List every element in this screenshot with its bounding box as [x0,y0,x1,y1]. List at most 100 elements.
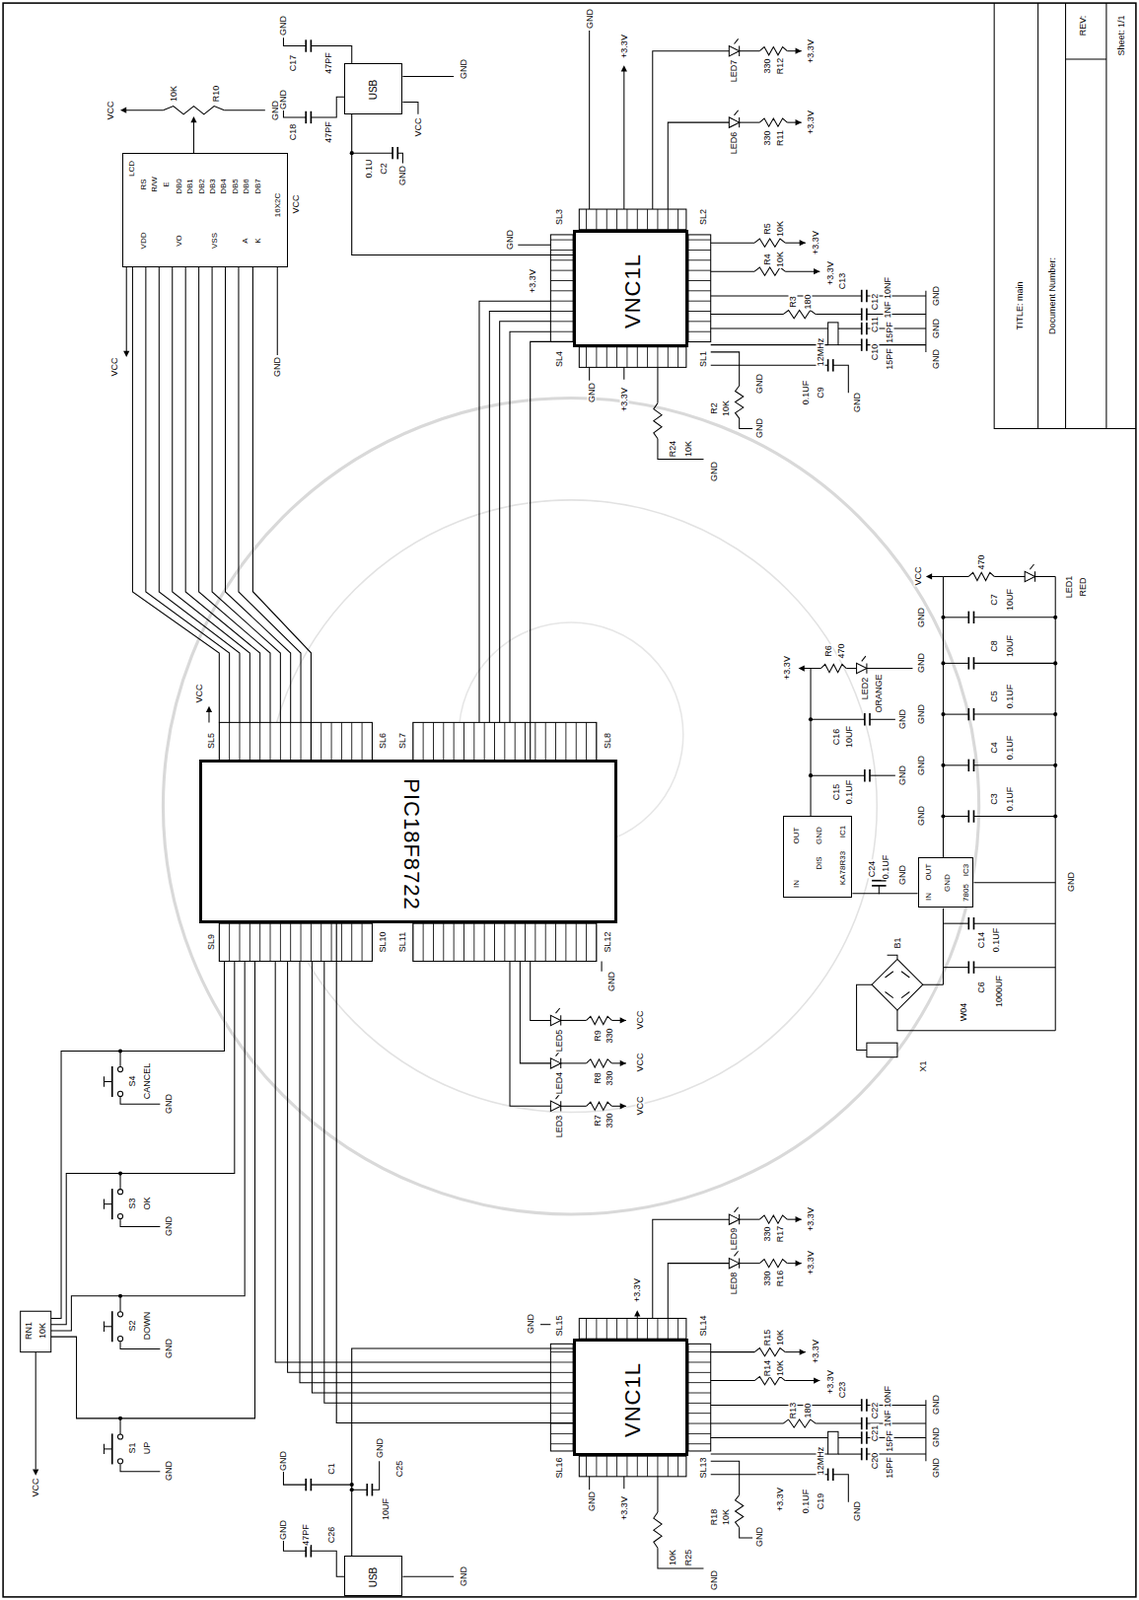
schematic-label: GND [755,372,765,395]
wire [124,109,163,111]
wire [942,575,969,577]
watermark-seal [162,397,979,1214]
wire [810,775,865,777]
schematic-label: +3.3V [806,1206,816,1232]
schematic-label: GND [586,1490,596,1512]
schematic-label: 330 [762,58,772,75]
wire [942,616,969,618]
capacitor-symbol [967,917,970,929]
capacitor-symbol [827,358,830,371]
wire [739,1527,753,1538]
schematic-label: GND [273,355,283,378]
power-arrow [123,351,130,357]
wire [120,960,235,1192]
wire [846,667,856,669]
node-text: DB7 [254,178,263,195]
resistor-symbol [735,1494,744,1527]
schematic-label: C14 [976,930,986,950]
schematic-label: GND [607,970,617,993]
schematic-label: SL16 [554,1455,564,1479]
schematic-label: GND [163,1092,173,1115]
schematic-label: GND [916,804,926,827]
schematic-label: GND [898,708,908,730]
schematic-label: GND [279,1518,288,1541]
schematic-label: GND [916,703,926,725]
led-symbol [861,655,866,661]
schematic-label: +3.3V [619,1494,629,1521]
chip-box: PIC18F8722 [199,759,618,923]
resistor-symbol [586,1059,613,1068]
capacitor-symbol [860,307,863,320]
pin-header [218,923,372,961]
wire [283,1471,306,1485]
wire [925,290,926,353]
schematic-label: 330 [605,1026,615,1044]
schematic-label: R9 [592,1028,602,1043]
power-arrow [190,116,197,123]
crystal-symbol [828,322,839,346]
switch-symbol [117,1090,123,1096]
schematic-label: GND [163,1459,173,1482]
schematic-label: C17 [287,54,297,73]
resistor-symbol [586,1101,613,1110]
switch-symbol [103,1203,112,1205]
wire [397,152,403,163]
connector-symbol [866,1042,898,1057]
switch-symbol [103,1325,112,1327]
power-arrow [799,239,806,246]
power-arrow [799,1349,806,1355]
wire [942,966,969,968]
capacitor-symbol [967,960,970,973]
schematic-label: 10K [776,250,785,269]
node-text: DB0 [175,178,184,195]
wire [856,984,873,1050]
junction-dot [1053,615,1058,620]
schematic-label: SL10 [377,930,387,954]
pin-header [578,1455,687,1477]
node-text: RS [140,179,148,191]
wire [120,960,224,1069]
title-block [1065,2,1067,428]
wire [711,271,755,273]
wire [739,418,753,428]
schematic-label: SL3 [554,208,564,226]
title-block [1066,58,1107,60]
node-text: DB1 [186,178,195,195]
schematic-label: GND [931,348,941,370]
schematic-label: GND [584,7,594,30]
capacitor-symbol [967,656,970,669]
wire [869,718,896,720]
power-arrow [621,65,628,72]
node-text: VO [175,234,184,247]
wire [51,1050,121,1318]
junction-dot [118,1171,123,1176]
power-arrow [206,706,213,712]
wire [623,67,625,210]
schematic-label: C20 [870,1450,880,1470]
wire [540,1323,551,1325]
schematic-label: VCC [636,1052,645,1073]
wire [51,1295,121,1331]
node-text: IN [792,879,801,888]
schematic-label: C8 [990,639,999,653]
title-block [994,2,1137,428]
bridge-rectifier [885,971,894,978]
schematic-label: W04 [959,1000,969,1022]
schematic-label: GND [525,1312,535,1335]
wire [942,908,944,986]
schematic-label: 10NF [882,1384,892,1409]
schematic-label: R11 [776,129,785,147]
led-symbol [728,46,739,57]
wire [499,321,552,723]
schematic-label: +3.3V [783,654,792,681]
regulator-box: IC1KA78R33INOUTGNDDIS [783,815,853,898]
schematic-label: R3 [788,294,798,309]
wire [973,713,1056,715]
bridge-rectifier [901,971,910,978]
chip-box: VNC1L [572,1338,689,1456]
schematic-label: +3.3V [825,1368,835,1395]
node-text: PIC18F8722 [400,778,423,911]
schematic-label: +3.3V [806,1249,816,1276]
schematic-label: R17 [776,1224,785,1244]
schematic-label: VCC [109,356,119,378]
